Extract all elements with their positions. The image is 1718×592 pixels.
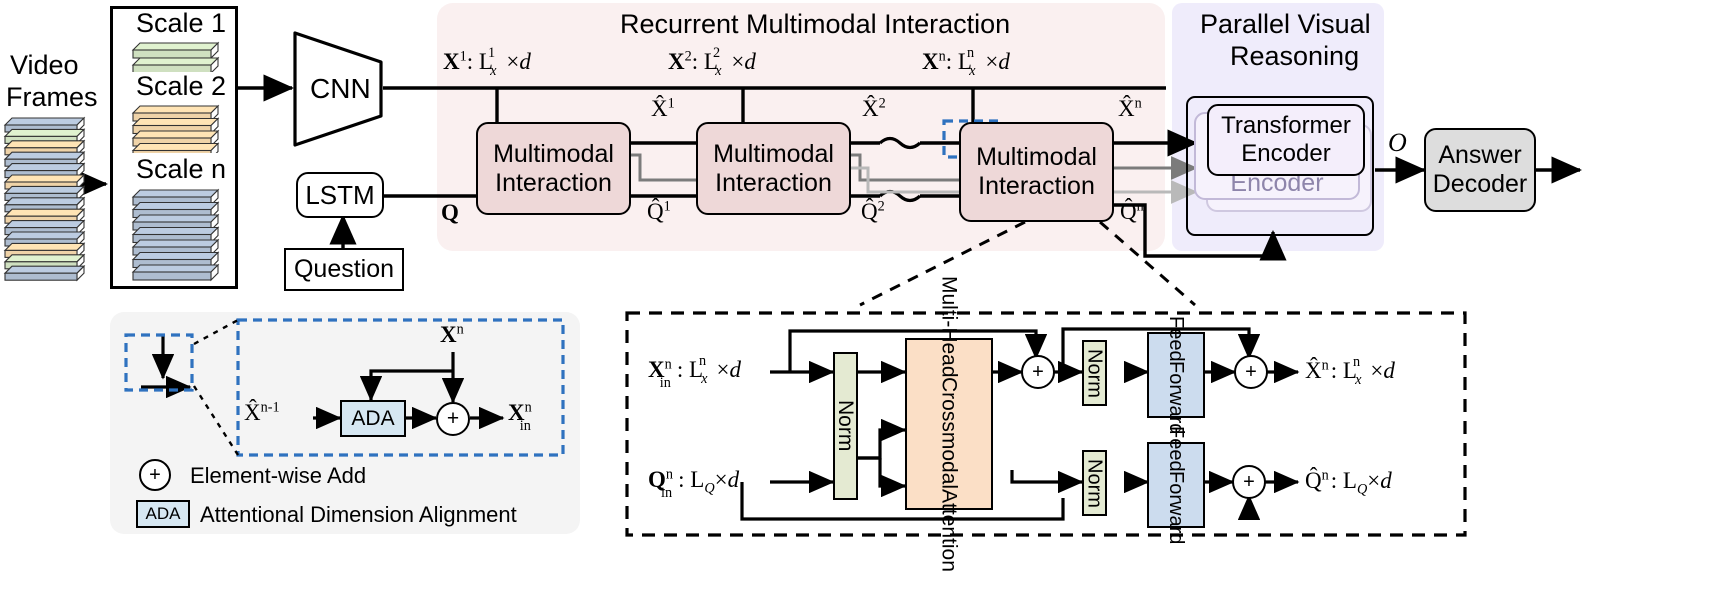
scale-1-label: Scale 1	[136, 8, 227, 38]
transformer-encoder-block[interactable]: Transformer Encoder	[1207, 104, 1365, 176]
pvr-outer-frame	[1186, 96, 1374, 236]
ada-block[interactable]: ADA	[340, 400, 406, 437]
detail-add-2: +	[1234, 355, 1268, 389]
detail-feed-forward-bottom[interactable]: Feed Forward	[1147, 426, 1205, 544]
legend-add-symbol: +	[446, 407, 460, 430]
legend-ada-symbol: ADA	[145, 504, 181, 523]
detail-ff-top-line2: Forward	[1165, 361, 1187, 435]
ada-block-label: ADA	[351, 406, 395, 430]
cnn-label: CNN	[310, 73, 371, 104]
detail-norm-bottom-label: Norm	[1083, 458, 1106, 508]
lstm-block: LSTM	[296, 172, 384, 218]
scale-n-label: Scale n	[136, 154, 227, 184]
detail-ff-bottom-line2: Forward	[1165, 471, 1187, 545]
label-xn: Xn: Lnx×d	[922, 45, 1010, 79]
detail-label-qhat-out: Q̂n: LQ×d	[1305, 467, 1392, 498]
scale-1-frames	[130, 40, 226, 77]
video-frame-stack-svg	[3, 116, 86, 282]
mi-2-line1: Multimodal	[713, 139, 834, 168]
detail-add-2-symbol: +	[1245, 360, 1257, 383]
rmi-panel-title: Recurrent Multimodal Interaction	[620, 9, 1011, 39]
multimodal-interaction-block-1[interactable]: Multimodal Interaction	[476, 122, 631, 215]
mi-1-line1: Multimodal	[493, 139, 614, 168]
detail-multihead-crossmodal-attention[interactable]: Multi-Head Crossmodal Attention	[905, 276, 993, 572]
answer-decoder-line1: Answer	[1438, 141, 1522, 170]
scale-n-frames-svg	[131, 188, 220, 282]
mi-1-line2: Interaction	[495, 168, 612, 197]
cnn-block	[292, 30, 384, 148]
lstm-label: LSTM	[305, 179, 375, 210]
detail-add-1: +	[1021, 355, 1055, 389]
video-frame-stack	[2, 115, 94, 282]
detail-add-1-symbol: +	[1032, 360, 1044, 383]
label-qhat-n: Q̂n	[1120, 198, 1144, 224]
mi-3-line1: Multimodal	[976, 143, 1097, 172]
video-frames-label-line1: Video	[10, 50, 79, 80]
question-block: Question	[284, 248, 404, 291]
label-q: Q	[441, 200, 459, 225]
detail-label-xhat-out: X̂n: Lnx×d	[1305, 354, 1395, 388]
detail-label-x-in: Xnin: Lnx×d	[648, 353, 741, 391]
legend-label-xhat-n-1: X̂n-1	[244, 399, 280, 425]
detail-ff-bottom-line1: Feed	[1165, 425, 1187, 472]
label-x2: X2: L2x×d	[668, 45, 756, 79]
mi-3-line2: Interaction	[978, 172, 1095, 200]
label-x1: X1: L1x×d	[443, 45, 531, 79]
legend-entry-0-text: Element-wise Add	[190, 463, 367, 488]
detail-norm-shared[interactable]: Norm	[833, 352, 858, 500]
pvr-title-line2: Reasoning	[1230, 41, 1360, 71]
label-xhat-n: X̂n	[1118, 95, 1142, 121]
scale-2-label: Scale 2	[136, 71, 227, 101]
label-qhat-1: Q̂1	[647, 198, 671, 224]
detail-norm-top[interactable]: Norm	[1082, 340, 1107, 406]
mi-2-line2: Interaction	[715, 168, 832, 197]
legend-label-x-in: Xnin	[508, 399, 532, 434]
label-xhat-1: X̂1	[651, 95, 675, 121]
detail-norm-top-label: Norm	[1083, 348, 1106, 398]
label-o: O	[1388, 128, 1407, 157]
multimodal-interaction-block-3[interactable]: Multimodal Interaction	[959, 122, 1114, 222]
legend-label-xn: Xn	[440, 321, 464, 347]
scale-1-frames-svg	[131, 41, 220, 75]
detail-feed-forward-top[interactable]: Feed Forward	[1147, 316, 1205, 434]
multimodal-interaction-block-2[interactable]: Multimodal Interaction	[696, 122, 851, 215]
transformer-encoder-line2: Encoder	[1241, 140, 1331, 167]
legend-ada-icon: ADA	[136, 500, 190, 528]
detail-ff-top-line1: Feed	[1165, 315, 1187, 362]
scale-n-frames	[130, 187, 226, 290]
detail-add-3: +	[1232, 465, 1266, 499]
cnn-shape	[293, 31, 383, 147]
question-label: Question	[293, 255, 395, 283]
label-qhat-2: Q̂2	[861, 198, 885, 224]
answer-decoder-line2: Decoder	[1432, 170, 1528, 198]
scale-2-frames	[130, 103, 226, 160]
answer-decoder-block[interactable]: Answer Decoder	[1424, 128, 1536, 212]
transformer-encoder-line1: Transformer	[1221, 112, 1351, 140]
detail-attention-line3: Attention	[937, 489, 961, 573]
detail-norm-shared-label: Norm	[834, 400, 858, 452]
detail-attention-line1: Multi-Head	[937, 275, 961, 378]
pvr-title-line1: Parallel Visual	[1200, 9, 1371, 39]
legend-plus-icon: +	[139, 459, 171, 491]
video-frames-label-line2: Frames	[6, 82, 98, 112]
detail-add-3-symbol: +	[1243, 470, 1255, 493]
scale-2-frames-svg	[131, 104, 220, 160]
detail-attention-line2: Crossmodal	[937, 377, 961, 490]
legend-entry-1-text: Attentional Dimension Alignment	[200, 502, 517, 527]
detail-label-q-in: Qnin: LQ×d	[648, 466, 740, 501]
legend-plus-symbol: +	[149, 463, 161, 486]
detail-norm-bottom[interactable]: Norm	[1082, 450, 1107, 516]
label-xhat-2: X̂2	[862, 95, 886, 121]
legend-elementwise-add-circle: +	[436, 402, 470, 436]
